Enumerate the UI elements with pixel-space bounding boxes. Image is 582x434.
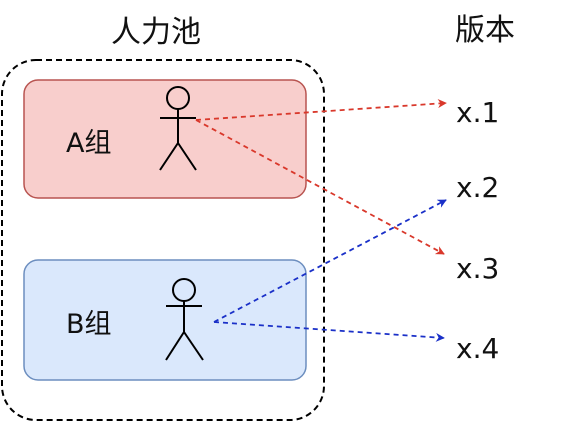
person-b-icon — [165, 278, 204, 361]
version-x3-label: x.3 — [456, 252, 499, 285]
person-a-icon — [159, 86, 197, 171]
pool-container — [1, 59, 325, 421]
arrow-a-to-x3 — [195, 119, 445, 255]
group-a-label: A组 — [66, 128, 111, 159]
version-x1-label: x.1 — [456, 96, 499, 129]
group-b-box — [23, 259, 307, 381]
arrow-b-to-x2 — [213, 199, 447, 323]
arrow-b-to-x4 — [213, 321, 445, 342]
versions-title: 版本 — [455, 13, 515, 48]
version-x2-label: x.2 — [456, 171, 499, 204]
group-a-box — [23, 79, 307, 199]
version-x4-label: x.4 — [456, 332, 499, 365]
group-b-label: B组 — [66, 309, 112, 340]
pool-title: 人力池 — [111, 15, 201, 50]
arrow-a-to-x1 — [195, 99, 447, 121]
